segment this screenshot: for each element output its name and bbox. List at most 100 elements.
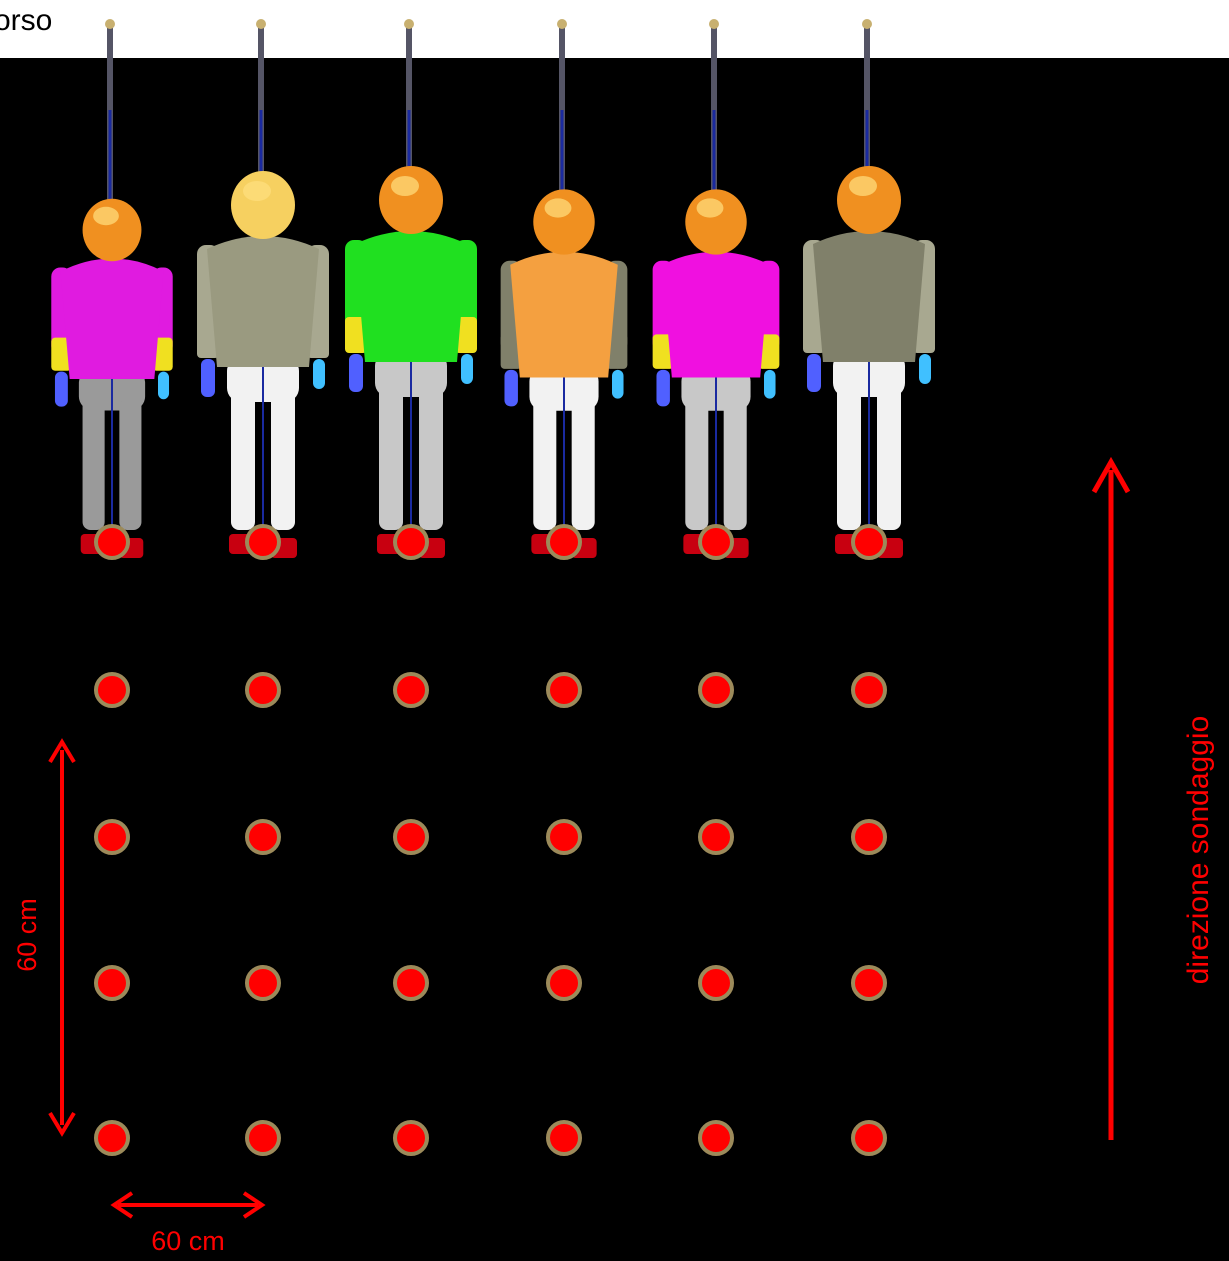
- left-hand: [504, 369, 518, 407]
- position-marker: [546, 1120, 582, 1156]
- position-marker: [245, 819, 281, 855]
- position-marker: [245, 672, 281, 708]
- position-marker: [393, 1120, 429, 1156]
- head-highlight: [93, 206, 119, 226]
- right-hand: [764, 369, 776, 399]
- left-cuff: [803, 317, 825, 353]
- right-leg: [877, 382, 901, 530]
- position-marker: [546, 672, 582, 708]
- left-hand: [201, 359, 215, 397]
- right-hand: [461, 354, 473, 384]
- marker-grid: [94, 524, 887, 1156]
- scale-vertical-label: 60 cm: [12, 898, 42, 972]
- mannequin-figure: [500, 19, 628, 558]
- position-marker: [245, 1120, 281, 1156]
- right-cuff: [913, 317, 935, 353]
- right-hand: [612, 369, 624, 399]
- position-marker: [851, 524, 887, 560]
- mannequin-figure: [803, 19, 935, 558]
- scale-vertical-arrow: [48, 738, 76, 1137]
- head-highlight: [544, 198, 572, 218]
- position-marker: [94, 524, 130, 560]
- position-marker: [393, 819, 429, 855]
- left-cuff: [345, 317, 367, 353]
- right-leg: [723, 397, 747, 530]
- position-marker: [94, 672, 130, 708]
- top-label-text: orso: [0, 4, 52, 37]
- left-hand: [656, 369, 670, 407]
- right-leg: [119, 399, 142, 530]
- right-hand: [919, 354, 931, 384]
- position-marker: [698, 672, 734, 708]
- position-marker: [698, 1120, 734, 1156]
- scale-horizontal-label: 60 cm: [151, 1226, 225, 1256]
- black-background: [0, 58, 1229, 1261]
- left-hand: [54, 371, 68, 407]
- right-leg: [271, 387, 295, 530]
- position-marker: [698, 819, 734, 855]
- hook-knob: [404, 19, 414, 29]
- head: [685, 189, 747, 255]
- position-marker: [851, 965, 887, 1001]
- position-marker: [393, 672, 429, 708]
- head: [231, 171, 295, 239]
- left-leg: [685, 397, 709, 530]
- torso: [510, 251, 618, 378]
- left-leg: [379, 382, 403, 530]
- left-leg: [231, 387, 255, 530]
- left-hand: [807, 354, 821, 392]
- right-leg: [571, 397, 595, 530]
- position-marker: [94, 819, 130, 855]
- hook-knob: [256, 19, 266, 29]
- right-leg: [419, 382, 443, 530]
- head: [379, 166, 443, 234]
- head-highlight: [391, 176, 419, 196]
- position-marker: [851, 1120, 887, 1156]
- direction-arrow: [1091, 456, 1131, 1140]
- right-hand: [313, 359, 325, 389]
- mannequin-figure: [197, 19, 329, 558]
- position-marker: [698, 965, 734, 1001]
- position-marker: [94, 1120, 130, 1156]
- right-cuff: [455, 317, 477, 353]
- right-cuff: [152, 337, 173, 371]
- hook-knob: [862, 19, 872, 29]
- right-cuff: [758, 334, 780, 369]
- position-marker: [245, 524, 281, 560]
- position-marker: [546, 965, 582, 1001]
- right-cuff: [307, 322, 329, 358]
- torso: [355, 231, 467, 362]
- position-marker: [393, 965, 429, 1001]
- left-cuff: [51, 337, 72, 371]
- position-marker: [546, 819, 582, 855]
- position-marker: [94, 965, 130, 1001]
- direction-label: direzione sondaggio: [1182, 716, 1215, 985]
- left-hand: [349, 354, 363, 392]
- torso: [207, 236, 319, 367]
- head-highlight: [243, 181, 271, 201]
- position-marker: [851, 672, 887, 708]
- torso: [662, 251, 770, 378]
- right-cuff: [606, 334, 628, 369]
- position-marker: [546, 524, 582, 560]
- scale-horizontal-arrow: [110, 1191, 266, 1219]
- head: [837, 166, 901, 234]
- left-leg: [533, 397, 557, 530]
- torso: [60, 258, 164, 380]
- hook-knob: [557, 19, 567, 29]
- left-cuff: [652, 334, 674, 369]
- position-marker: [851, 819, 887, 855]
- torso: [813, 231, 925, 362]
- hook-knob: [105, 19, 115, 29]
- position-marker: [393, 524, 429, 560]
- left-leg: [837, 382, 861, 530]
- head: [533, 189, 595, 255]
- position-marker: [245, 965, 281, 1001]
- left-cuff: [197, 322, 219, 358]
- mannequin-figure: [345, 19, 477, 558]
- left-cuff: [500, 334, 522, 369]
- head-highlight: [849, 176, 877, 196]
- left-leg: [82, 399, 105, 530]
- position-marker: [698, 524, 734, 560]
